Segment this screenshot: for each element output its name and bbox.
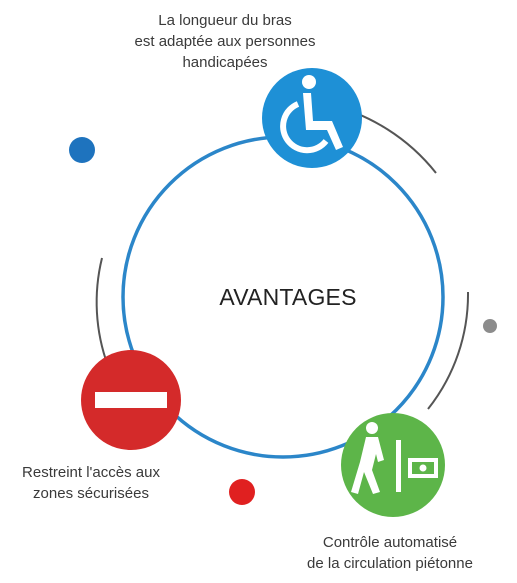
- label-line: Restreint l'accès aux: [22, 464, 160, 481]
- label-line: de la circulation piétonne: [307, 555, 473, 572]
- label-line: est adaptée aux personnes: [134, 33, 316, 50]
- outer-arc-left: [95, 257, 109, 367]
- decorative-dot-gray: [483, 319, 497, 333]
- decorative-dot-blue: [69, 137, 95, 163]
- label-line: Contrôle automatisé: [322, 534, 458, 551]
- decorative-dot-red: [229, 479, 255, 505]
- wheelchair-icon: [262, 68, 362, 168]
- no-entry-icon: [81, 350, 181, 450]
- label-line: handicapées: [182, 54, 268, 71]
- label-automated-control: Contrôle automatisé de la circulation pi…: [265, 532, 515, 574]
- label-line: zones sécurisées: [33, 485, 149, 502]
- label-line: La longueur du bras: [158, 12, 292, 29]
- outer-arc-right: [427, 291, 470, 410]
- center-title: AVANTAGES: [219, 284, 357, 310]
- pedestrian-gate-icon: [341, 413, 445, 517]
- label-accessibility: La longueur du bras est adaptée aux pers…: [60, 10, 390, 73]
- label-restricted-access: Restreint l'accès aux zones sécurisées: [0, 462, 182, 504]
